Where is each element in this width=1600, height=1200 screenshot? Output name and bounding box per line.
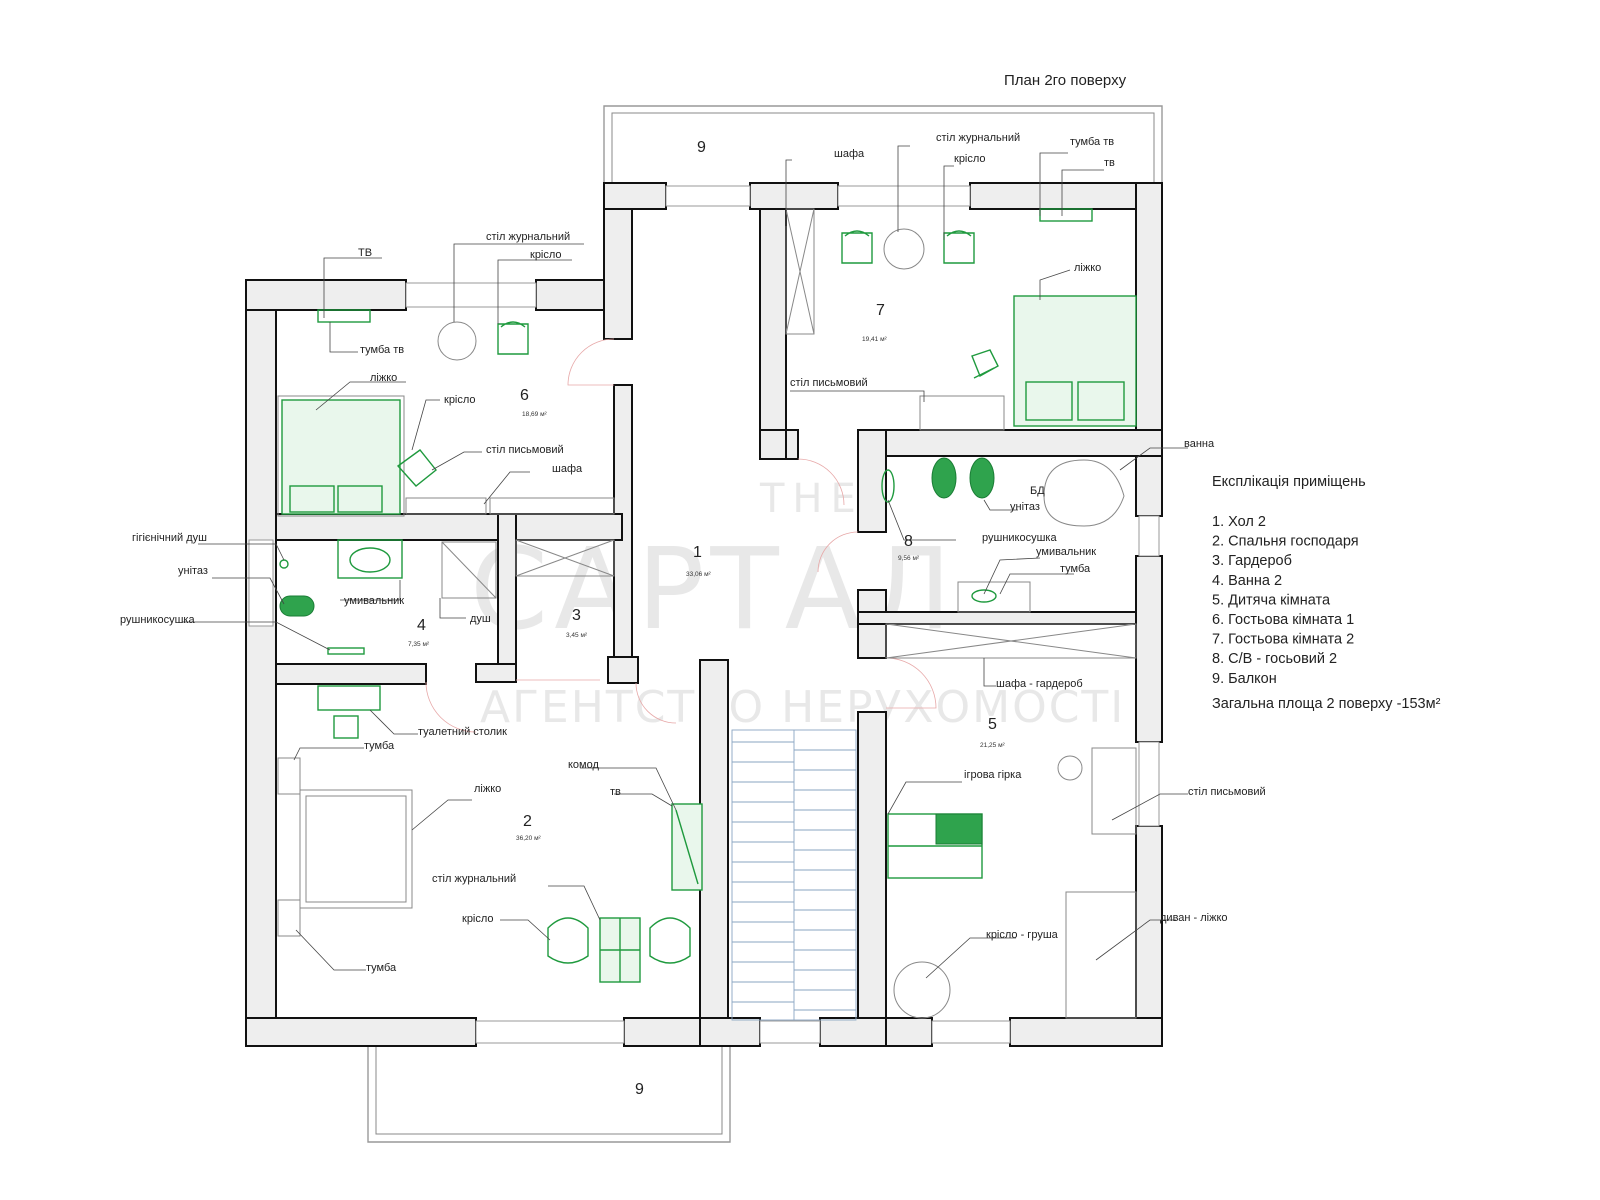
room-8-number: 8 bbox=[904, 533, 913, 550]
label-tv-r7: тв bbox=[1104, 157, 1115, 169]
leader-lines bbox=[182, 145, 1188, 979]
watermark-line1: THE bbox=[759, 476, 864, 522]
room-1-number: 1 bbox=[693, 544, 702, 561]
legend: Експлікація приміщень 1. Хол 2 2. Спальня… bbox=[1212, 474, 1441, 712]
room-1-area: 33,06 м² bbox=[686, 571, 712, 578]
label-kryslo-grusha: крісло - груша bbox=[986, 929, 1059, 941]
room-7-number: 7 bbox=[876, 302, 885, 319]
room-numbers: 9 9 1 33,06 м² 2 36,20 м² 3 3,45 м² 4 7,… bbox=[408, 139, 1006, 1098]
label-gigienichnyi-dush: гігієнічний душ bbox=[132, 532, 207, 544]
legend-item: 8. С/В - госьовий 2 bbox=[1212, 651, 1337, 667]
label-umyvalnyk-r8: умивальник bbox=[1036, 546, 1096, 558]
room-5-number: 5 bbox=[988, 716, 997, 733]
label-bd: БД bbox=[1030, 485, 1045, 497]
door-arcs bbox=[425, 338, 937, 733]
room5-furniture bbox=[887, 747, 1137, 1019]
legend-item: 6. Гостьова кімната 1 bbox=[1212, 612, 1354, 628]
legend-item: 3. Гардероб bbox=[1212, 553, 1292, 569]
label-tv-r6: ТВ bbox=[358, 247, 372, 259]
label-rushnykosushka-r4: рушникосушка bbox=[120, 614, 195, 626]
label-umyvalnyk-r4: умивальник bbox=[344, 595, 404, 607]
room4-furniture bbox=[279, 539, 497, 655]
label-unitaz-r4: унітаз bbox=[178, 565, 208, 577]
room8-furniture bbox=[881, 457, 1125, 613]
label-kryslo-r7: крісло bbox=[954, 153, 986, 165]
legend-item: 2. Спальня господаря bbox=[1212, 534, 1359, 550]
label-stil-pysmovyi-r7: стіл письмовий bbox=[790, 377, 868, 389]
label-tumba-tv-r7: тумба тв bbox=[1070, 136, 1114, 148]
label-stil-zhurnalnyi-r6: стіл журнальний bbox=[486, 231, 570, 243]
room-8-area: 9,56 м² bbox=[898, 555, 920, 562]
legend-item: 9. Балкон bbox=[1212, 671, 1277, 687]
label-komod: комод bbox=[568, 759, 599, 771]
room2-furniture bbox=[277, 685, 703, 983]
label-rushnykosushka-r8: рушникосушка bbox=[982, 532, 1057, 544]
room-3-area: 3,45 м² bbox=[566, 632, 588, 639]
label-lizhko-r6: ліжко bbox=[370, 372, 397, 384]
windows bbox=[248, 185, 1160, 1044]
plan-title: План 2го поверху bbox=[1004, 72, 1127, 89]
label-unitaz-r8: унітаз bbox=[1010, 501, 1040, 513]
room3-furniture bbox=[515, 539, 615, 577]
label-tv-r2: тв bbox=[610, 786, 621, 798]
label-tualetnyi-stolyk: туалетний столик bbox=[418, 726, 507, 738]
label-stil-zhurnalnyi-top: стіл журнальний bbox=[936, 132, 1020, 144]
room-6-number: 6 bbox=[520, 387, 529, 404]
watermark-line3: АГЕНТСТВО НЕРУХОМОСТІ bbox=[480, 682, 1125, 733]
wardrobe-room5 bbox=[885, 623, 1137, 659]
label-tumba-r8: тумба bbox=[1060, 563, 1091, 575]
room-7-area: 19,41 м² bbox=[862, 336, 888, 343]
room-2-area: 36,20 м² bbox=[516, 835, 542, 842]
stairs bbox=[731, 729, 857, 1021]
label-kryslo-r2: крісло bbox=[462, 913, 494, 925]
label-kryslo-r6-top: крісло bbox=[530, 249, 562, 261]
label-dyvan-lizhko: диван - ліжко bbox=[1160, 912, 1228, 924]
label-stil-pysmovyi-r6: стіл письмовий bbox=[486, 444, 564, 456]
room-6-area: 18,69 м² bbox=[522, 411, 548, 418]
label-tumba-r2-bottom: тумба bbox=[366, 962, 397, 974]
label-shafa-top: шафа bbox=[834, 148, 865, 160]
legend-total-area: Загальна площа 2 поверху -153м² bbox=[1212, 696, 1441, 712]
legend-items: 1. Хол 2 2. Спальня господаря 3. Гардероб 4… bbox=[1212, 514, 1359, 687]
room6-furniture bbox=[277, 309, 615, 517]
legend-item: 1. Хол 2 bbox=[1212, 514, 1266, 530]
room-9-bottom-number: 9 bbox=[635, 1081, 644, 1098]
room-4-number: 4 bbox=[417, 617, 426, 634]
label-tumba-r2-top: тумба bbox=[364, 740, 395, 752]
label-lizhko-r2: ліжко bbox=[474, 783, 501, 795]
room-4-area: 7,35 м² bbox=[408, 641, 430, 648]
legend-title: Експлікація приміщень bbox=[1212, 474, 1366, 490]
room-9-top-number: 9 bbox=[697, 139, 706, 156]
room7-furniture bbox=[785, 208, 1137, 431]
room-5-area: 21,25 м² bbox=[980, 742, 1006, 749]
label-igrova-girka: ігрова гірка bbox=[964, 769, 1022, 781]
legend-item: 4. Ванна 2 bbox=[1212, 573, 1282, 589]
label-shafa-r6: шафа bbox=[552, 463, 583, 475]
room-2-number: 2 bbox=[523, 813, 532, 830]
label-kryslo-r6: крісло bbox=[444, 394, 476, 406]
label-stil-zhurnalnyi-r2: стіл журнальний bbox=[432, 873, 516, 885]
walls bbox=[245, 182, 1163, 1047]
furniture-labels: шафа стіл журнальний крісло тумба тв тв … bbox=[120, 132, 1266, 974]
label-dush: душ bbox=[470, 613, 491, 625]
label-tumba-tv-r6: тумба тв bbox=[360, 344, 404, 356]
balcony-bottom bbox=[367, 1046, 731, 1143]
label-lizhko-r7: ліжко bbox=[1074, 262, 1101, 274]
label-stil-pysmovyi-r5: стіл письмовий bbox=[1188, 786, 1266, 798]
label-vanna: ванна bbox=[1184, 438, 1215, 450]
label-shafa-garderob: шафа - гардероб bbox=[996, 678, 1083, 690]
legend-item: 5. Дитяча кімната bbox=[1212, 592, 1331, 608]
room-3-number: 3 bbox=[572, 607, 581, 624]
legend-item: 7. Гостьова кімната 2 bbox=[1212, 632, 1354, 648]
